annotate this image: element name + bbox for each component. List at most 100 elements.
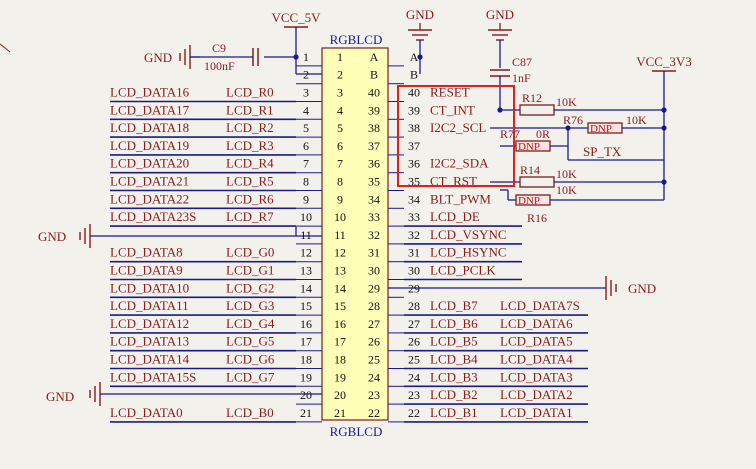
left-signal-label: LCD_R6: [226, 191, 274, 206]
right-signal-label: BLT_PWM: [430, 191, 491, 206]
gnd-symbol-c87: [488, 29, 512, 41]
right-pin-outer-number: 40: [408, 86, 420, 100]
left-pin-outer-number: 21: [300, 406, 312, 420]
right-pin-inner-number: 27: [368, 317, 380, 331]
r14-ref: R14: [520, 163, 540, 177]
right-signal-label: I2C2_SDA: [430, 156, 489, 171]
right-pin-outer-number: 28: [408, 299, 420, 313]
right-pin-inner-number: 39: [368, 103, 380, 117]
r12-body: [519, 104, 555, 116]
left-pin-outer-number: 15: [300, 299, 312, 313]
r76-ref: R76: [563, 113, 583, 127]
left-net-label: LCD_DATA18: [110, 120, 189, 135]
right-pin-inner-number: 24: [368, 370, 380, 384]
gnd-label-pin-a: GND: [406, 7, 434, 22]
right-pin-outer-number: 22: [408, 406, 420, 420]
right-pin-outer-number: 24: [408, 370, 420, 384]
left-net-label: LCD_DATA0: [110, 405, 183, 420]
right-pin-inner-number: 38: [368, 121, 380, 135]
junction-scl: [565, 125, 571, 131]
right-signal-label: LCD_DE: [430, 209, 480, 224]
connector-value: RGBLCD: [330, 424, 383, 439]
left-pin-outer-number: 1: [303, 50, 309, 64]
right-pin-inner-number: 35: [368, 175, 380, 189]
r14-value: 10K: [556, 167, 577, 181]
r12-value: 10K: [556, 95, 577, 109]
right-pin-inner-number: 40: [368, 86, 380, 100]
r16-value: 10K: [556, 183, 577, 197]
r77-ref: R77: [500, 127, 520, 141]
left-signal-label: LCD_G1: [226, 263, 274, 278]
left-signal-label: LCD_R5: [226, 174, 274, 189]
left-pin-inner-number: 2: [337, 68, 343, 82]
right-pin-outer-number: B: [410, 68, 418, 82]
right-pin-inner-number: 23: [368, 388, 380, 402]
left-pin-outer-number: 6: [303, 139, 309, 153]
left-pin-inner-number: 8: [337, 175, 343, 189]
right-pin-inner-number: 36: [368, 157, 380, 171]
right-signal-label: I2C2_SCL: [430, 120, 486, 135]
right-signal-label: LCD_B4: [430, 352, 478, 367]
left-pin-inner-number: 15: [334, 299, 346, 313]
right-signal-label: LCD_PCLK: [430, 263, 496, 278]
r12-ref: R12: [522, 91, 542, 105]
left-signal-label: LCD_G6: [226, 352, 275, 367]
left-signal-label: LCD_G0: [226, 245, 274, 260]
vcc5v-label: VCC_5V: [271, 10, 321, 25]
left-pin-outer-number: 20: [300, 388, 312, 402]
left-pin-inner-number: 11: [334, 228, 346, 242]
left-pin-outer-number: 18: [300, 353, 312, 367]
right-net-label: LCD_DATA7S: [500, 298, 580, 313]
left-pin-outer-number: 17: [300, 335, 312, 349]
left-pin-inner-number: 10: [334, 210, 346, 224]
junction-pin-a: [417, 54, 423, 60]
left-net-label: LCD_DATA9: [110, 263, 183, 278]
r76-value: 10K: [626, 113, 647, 127]
left-pin-inner-number: 6: [337, 139, 343, 153]
gnd-symbol-pin20: [89, 382, 101, 406]
left-pin-inner-number: 5: [337, 121, 343, 135]
left-pin-inner-number: 16: [334, 317, 346, 331]
left-pin-outer-number: 4: [303, 103, 309, 117]
left-signal-label: LCD_R4: [226, 156, 274, 171]
right-net-label: LCD_DATA4: [500, 352, 573, 367]
r76-dnp: DNP: [590, 123, 612, 135]
left-pin-inner-number: 21: [334, 406, 346, 420]
left-net-label: LCD_DATA21: [110, 174, 189, 189]
right-signal-label: LCD_B6: [430, 316, 478, 331]
r14-body: [519, 176, 555, 188]
left-signal-label: LCD_G2: [226, 280, 274, 295]
left-net-label: LCD_DATA17: [110, 102, 190, 117]
c9-ref: C9: [212, 41, 226, 55]
right-signal-label: LCD_VSYNC: [430, 227, 507, 242]
right-pin-outer-number: 33: [408, 210, 420, 224]
left-signal-label: LCD_R7: [226, 209, 274, 224]
left-net-label: LCD_DATA8: [110, 245, 183, 260]
gnd-label-pin29: GND: [628, 281, 656, 296]
gnd-symbol-pin29: [605, 276, 617, 300]
right-signal-label: LCD_B3: [430, 369, 478, 384]
right-net-label: LCD_DATA1: [500, 405, 573, 420]
sheet-border-mark: [0, 43, 11, 53]
right-pin-inner-number: 26: [368, 335, 380, 349]
left-net-label: LCD_DATA22: [110, 191, 189, 206]
right-pin-inner-number: 37: [368, 139, 380, 153]
right-pin-inner-number: 25: [368, 353, 380, 367]
left-pin-outer-number: 5: [303, 121, 309, 135]
gnd-label-pin20: GND: [46, 389, 74, 404]
right-net-label: LCD_DATA5: [500, 334, 573, 349]
right-signal-label: CT_INT: [430, 102, 475, 117]
right-pin-inner-number: 22: [368, 406, 380, 420]
left-pin-inner-number: 7: [337, 157, 343, 171]
right-signal-label: CT_RST: [430, 174, 477, 189]
left-net-label: LCD_DATA23S: [110, 209, 196, 224]
r77-value: 0R: [536, 127, 550, 141]
right-pin-inner-number: 31: [368, 246, 380, 260]
left-pin-inner-number: 13: [334, 264, 346, 278]
left-pin-outer-number: 11: [300, 228, 312, 242]
right-pin-outer-number: A: [410, 50, 419, 64]
c9-value: 100nF: [204, 59, 235, 73]
left-signal-label: LCD_R0: [226, 85, 274, 100]
